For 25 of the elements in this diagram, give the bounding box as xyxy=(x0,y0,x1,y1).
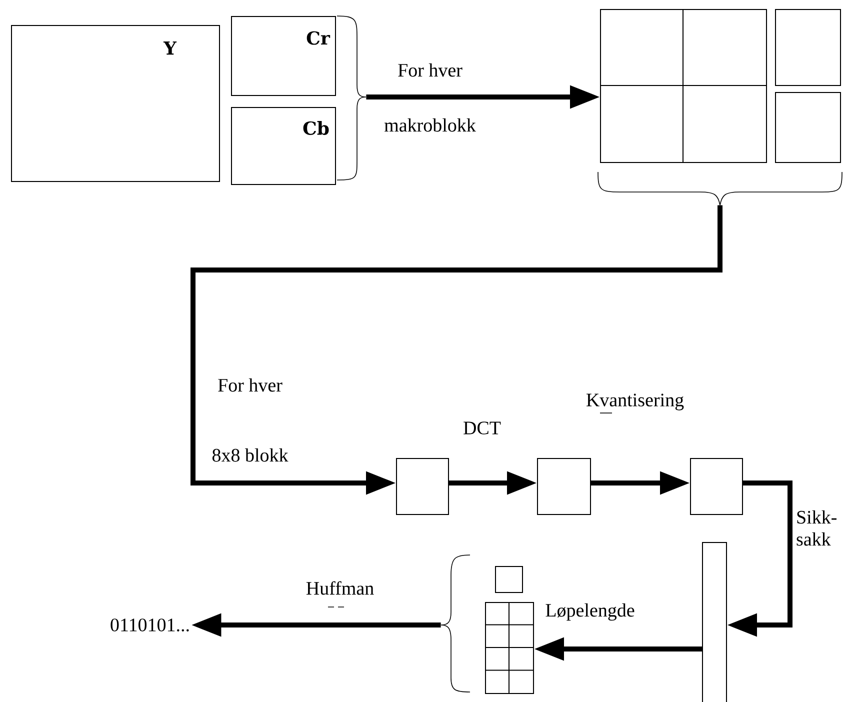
block-square xyxy=(495,566,523,593)
edge-label: For hver xyxy=(216,377,284,393)
block-square xyxy=(690,458,743,515)
block-grid xyxy=(484,602,534,694)
bitstream-text: 0110101... xyxy=(110,618,189,632)
edge-label: DCT xyxy=(462,420,502,436)
coefficient-bar xyxy=(702,542,727,702)
curly-brace xyxy=(598,172,842,206)
label-text: 8x8 blokk xyxy=(212,448,288,462)
block-square xyxy=(775,9,841,86)
curly-brace xyxy=(440,554,470,692)
image-box: Cr xyxy=(231,16,336,96)
edge-label: Kvantisering xyxy=(584,392,686,412)
edge-label: Huffman xyxy=(304,580,376,596)
edge-label: Sikk- sakk xyxy=(795,509,849,547)
image-box: Y xyxy=(11,25,220,182)
block-square xyxy=(775,92,841,163)
edge-label: Løpelengde xyxy=(544,602,636,622)
block-square xyxy=(537,458,591,515)
label-text: makroblokk xyxy=(384,118,476,132)
edge-label: For hver xyxy=(396,62,464,78)
block-square xyxy=(396,458,449,515)
image-box: Cb xyxy=(231,107,336,185)
curly-brace xyxy=(336,16,366,180)
block-grid xyxy=(600,8,767,163)
